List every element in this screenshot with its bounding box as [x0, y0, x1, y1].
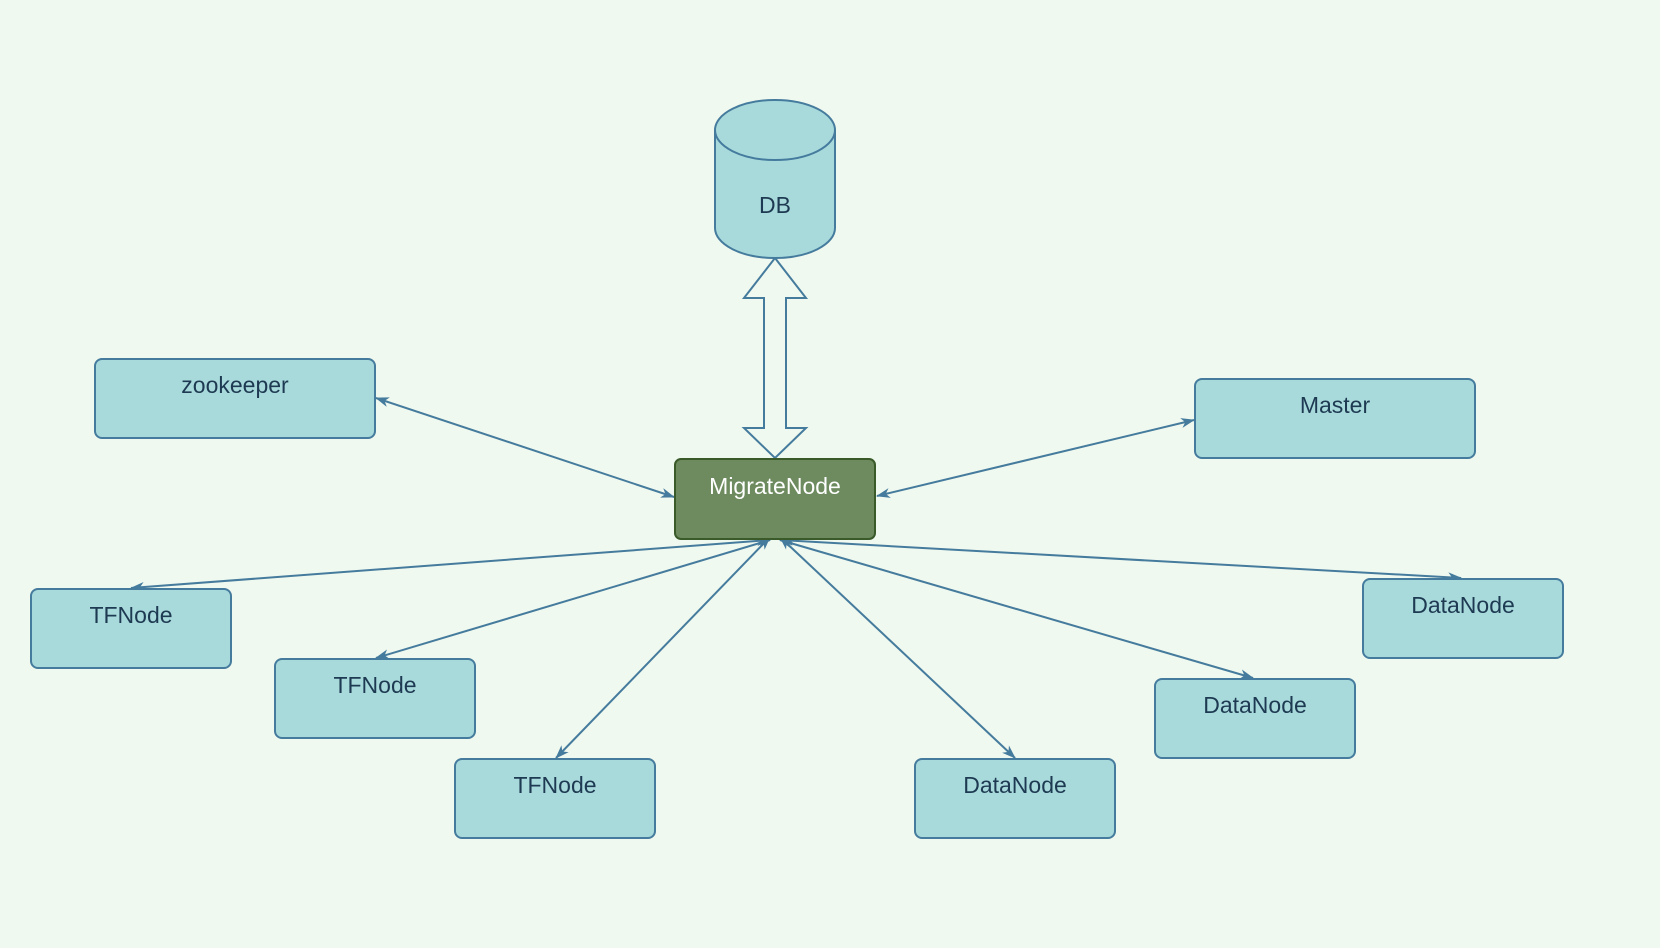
- migrate-node-label: MigrateNode: [709, 473, 841, 499]
- datanode-3-label: DataNode: [1411, 592, 1515, 618]
- tfnode-2-label: TFNode: [333, 672, 416, 698]
- db-cylinder-icon: [714, 130, 836, 259]
- master-node[interactable]: Master: [1194, 378, 1476, 459]
- db-cylinder-top: [714, 99, 836, 161]
- edge-migrate-master: [876, 418, 1195, 498]
- datanode-3[interactable]: DataNode: [1362, 578, 1564, 659]
- db-label: DB: [759, 192, 791, 218]
- datanode-2-label: DataNode: [1203, 692, 1307, 718]
- edge-migrate-db: [741, 256, 809, 460]
- migrate-node[interactable]: MigrateNode: [674, 458, 876, 540]
- zookeeper-node[interactable]: zookeeper: [94, 358, 376, 439]
- edge-migrate-datanode-2: [779, 538, 1254, 680]
- datanode-1-label: DataNode: [963, 772, 1067, 798]
- edge-migrate-tfnode-1: [130, 535, 771, 593]
- zookeeper-label: zookeeper: [181, 372, 289, 398]
- tfnode-3[interactable]: TFNode: [454, 758, 656, 839]
- datanode-2[interactable]: DataNode: [1154, 678, 1356, 759]
- datanode-1[interactable]: DataNode: [914, 758, 1116, 839]
- tfnode-2[interactable]: TFNode: [274, 658, 476, 739]
- tfnode-1[interactable]: TFNode: [30, 588, 232, 669]
- db-node[interactable]: DB: [714, 99, 836, 259]
- edges: [130, 256, 1462, 759]
- master-label: Master: [1300, 392, 1371, 418]
- tfnode-1-label: TFNode: [89, 602, 172, 628]
- edge-migrate-tfnode-3: [555, 536, 771, 759]
- edge-migrate-datanode-1: [779, 536, 1016, 759]
- edge-migrate-zookeeper: [375, 397, 675, 498]
- tfnode-3-label: TFNode: [513, 772, 596, 798]
- edge-migrate-datanode-3: [779, 535, 1462, 583]
